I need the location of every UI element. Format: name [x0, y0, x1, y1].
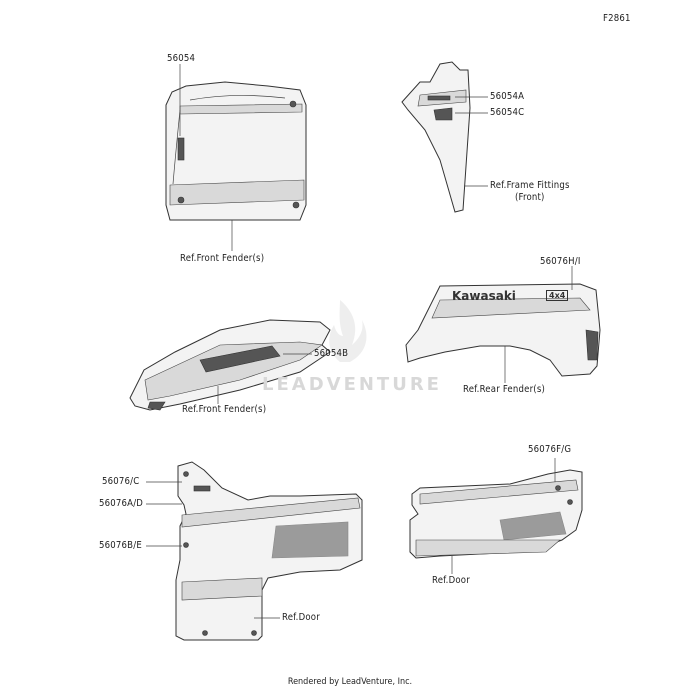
front-fender-side	[129, 319, 331, 411]
four-by-four-logo: 4x4	[546, 290, 569, 301]
decal-56076AD-mark	[193, 485, 211, 492]
part-label-56076C: 56076/C	[102, 476, 140, 487]
ref-door-right: Ref.Door	[432, 575, 470, 586]
rear-fender	[405, 283, 601, 377]
kawasaki-logo: Kawasaki	[452, 289, 516, 303]
decal-56054C-mark	[433, 107, 453, 121]
part-label-56076BE: 56076B/E	[99, 540, 142, 551]
ref-front-fender-mid: Ref.Front Fender(s)	[182, 404, 267, 415]
part-label-56054A: 56054A	[490, 91, 525, 102]
ref-door-left: Ref.Door	[282, 612, 320, 623]
part-label-56054: 56054	[167, 53, 196, 64]
frame-fitting-front	[401, 61, 471, 213]
ref-frame-fittings-line1: Ref.Frame Fittings	[490, 180, 570, 191]
part-label-56076AD: 56076A/D	[99, 498, 144, 509]
part-label-56076HI: 56076H/I	[540, 256, 581, 267]
front-fender-hood	[165, 81, 307, 221]
ref-front-fender-top: Ref.Front Fender(s)	[180, 253, 265, 264]
part-label-56054C: 56054C	[490, 107, 525, 118]
part-label-56054B: 56054B	[314, 348, 349, 359]
leadventure-watermark: LEADVENTURE	[262, 374, 442, 395]
decal-56054B-mark	[199, 345, 281, 373]
ref-rear-fender: Ref.Rear Fender(s)	[463, 384, 546, 395]
decal-56054-mark	[177, 137, 185, 161]
footer-credit: Rendered by LeadVenture, Inc.	[287, 677, 413, 687]
part-label-56076FG: 56076F/G	[528, 444, 572, 455]
ref-frame-fittings-line2: (Front)	[515, 192, 545, 203]
figure-id: F2861	[603, 13, 631, 24]
door-left	[175, 461, 363, 641]
door-right	[409, 469, 583, 559]
watermark-flame-icon	[329, 300, 367, 362]
